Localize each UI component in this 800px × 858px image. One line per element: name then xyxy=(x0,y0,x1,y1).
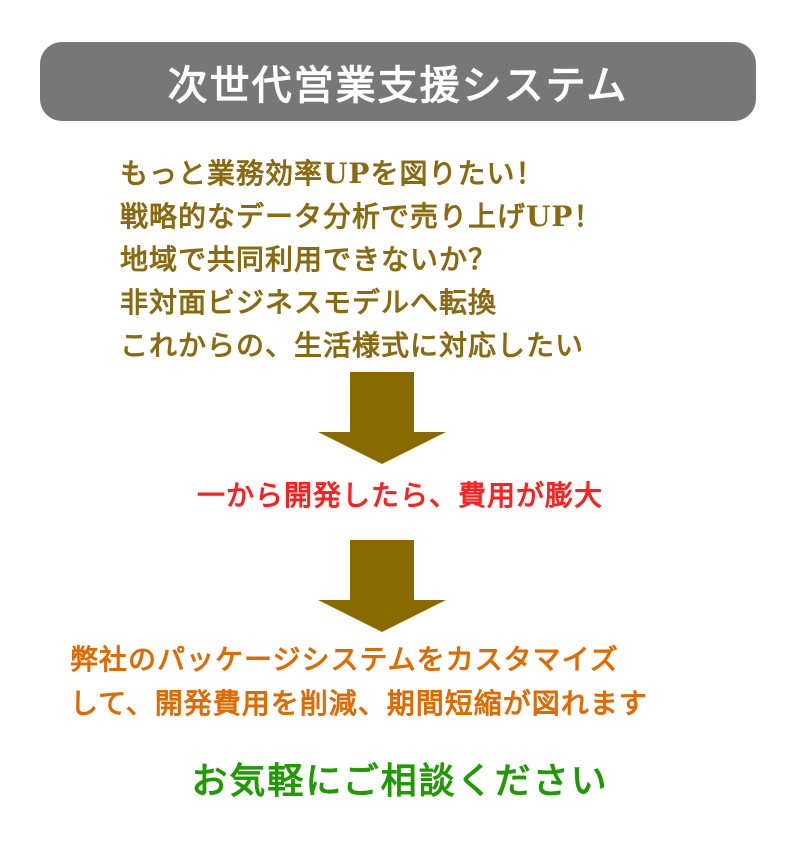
solution-text: 弊社のパッケージシステムをカスタマイズ して、開発費用を削減、期間短縮が図れます xyxy=(70,638,648,726)
goal-item: もっと業務効率UPを図りたい！ xyxy=(120,157,545,190)
down-arrow-icon xyxy=(318,540,446,632)
down-arrow-icon xyxy=(318,372,446,464)
contact-cta: お気軽にご相談ください xyxy=(191,760,609,802)
page-title: 次世代営業支援システム xyxy=(167,61,629,109)
goal-item: 戦略的なデータ分析で売り上げUP！ xyxy=(120,200,603,233)
goal-item: 地域で共同利用できないか？ xyxy=(120,243,498,276)
problem-text: 一から開発したら、費用が膨大 xyxy=(196,479,603,512)
goal-item: 非対面ビジネスモデルへ転換 xyxy=(120,286,498,319)
solution-line: して、開発費用を削減、期間短縮が図れます xyxy=(70,687,648,720)
title-banner: 次世代営業支援システム xyxy=(40,42,756,121)
goals-list: もっと業務効率UPを図りたい！ 戦略的なデータ分析で売り上げUP！ 地域で共同利… xyxy=(120,152,602,367)
goal-item: これからの、生活様式に対応したい xyxy=(120,329,585,362)
solution-line: 弊社のパッケージシステムをカスタマイズ xyxy=(70,643,619,676)
